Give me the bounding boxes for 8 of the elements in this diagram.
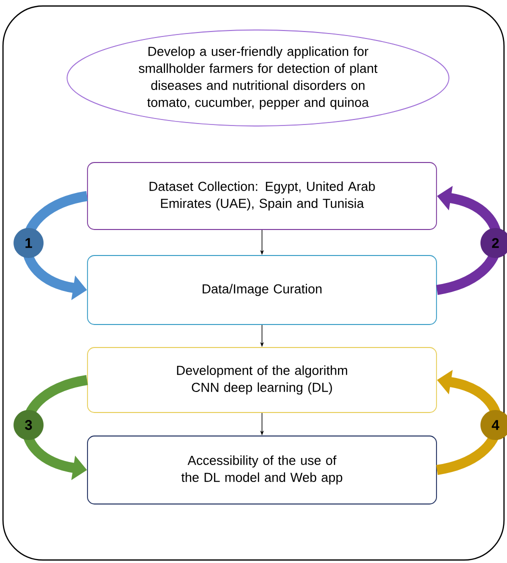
edge-label: 2 bbox=[480, 228, 507, 258]
process-box: Accessibility of the use of the DL model and Web app bbox=[87, 436, 437, 504]
edge-label: 4 bbox=[480, 410, 507, 440]
edge-label: 3 bbox=[14, 410, 44, 440]
process-box: Dataset Collection: Egypt, United Arab Emirates (UAE), Spain and Tunisia bbox=[87, 162, 437, 230]
process-box: Data/Image Curation bbox=[87, 255, 437, 325]
edge-label: 1 bbox=[14, 228, 44, 258]
process-box: Development of the algorithm CNN deep learning (DL) bbox=[87, 347, 437, 413]
